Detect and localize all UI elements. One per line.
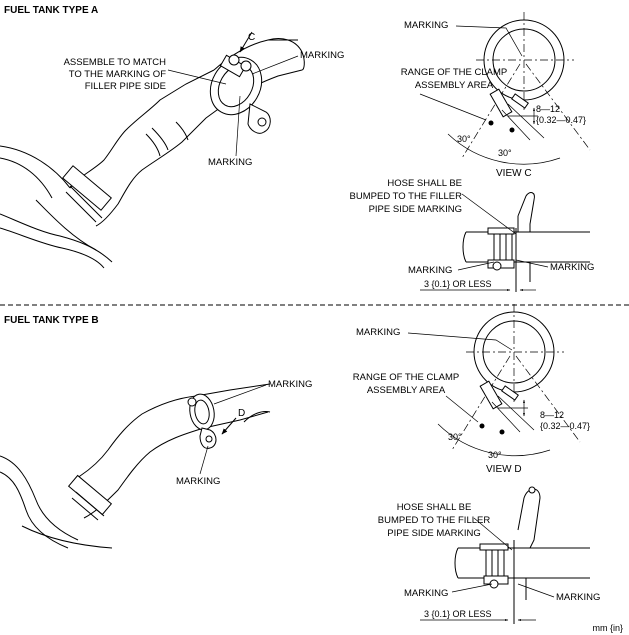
clamp-tab-view-d [479, 380, 503, 410]
view-c-arrow-label: C [248, 32, 255, 43]
view-d-arrow-label: D [238, 408, 245, 419]
side-a-marking-left: MARKING [408, 265, 452, 276]
view-c-arrow [239, 31, 253, 53]
section-b-title: FUEL TANK TYPE B [4, 315, 99, 326]
unit-note: mm {in} [592, 623, 623, 633]
view-c-caption: VIEW C [496, 168, 532, 179]
side-b-marking-left: MARKING [404, 588, 448, 599]
upper-clamp-a [209, 56, 263, 116]
view-d-range-line1: RANGE OF THE CLAMP [353, 372, 459, 383]
clamp-tab-view-c [489, 88, 513, 118]
hose-note-a-line2: BUMPED TO THE FILLER [350, 191, 463, 202]
marking-label-b-top: MARKING [268, 379, 312, 390]
view-c-dim-mm: 8—12 [536, 104, 560, 114]
view-d-dim-mm: 8—12 [540, 410, 564, 420]
assemble-note-line2: TO THE MARKING OF [69, 69, 166, 80]
view-d-angle-right: 30° [488, 450, 502, 460]
view-d-range-line2: ASSEMBLY AREA [367, 385, 446, 396]
lower-clamp-b [67, 474, 113, 516]
view-c-angle-left: 30° [457, 134, 471, 144]
assemble-note-line1: ASSEMBLE TO MATCH [64, 57, 167, 68]
view-d-angle-left: 30° [448, 432, 462, 442]
marking-label-a-bottom: MARKING [208, 157, 252, 168]
section-a-title: FUEL TANK TYPE A [4, 5, 98, 16]
side-b-gap-label: 3 {0.1} OR LESS [424, 609, 492, 619]
hose-note-b-line1: HOSE SHALL BE [397, 502, 472, 513]
hose-note-a-line3: PIPE SIDE MARKING [369, 204, 462, 215]
view-d-caption: VIEW D [486, 464, 522, 475]
view-c-dim-in: {0.32—0.47} [536, 115, 586, 125]
view-c-range-line1: RANGE OF THE CLAMP [401, 67, 507, 78]
view-d-drawing [437, 304, 581, 456]
tank-b-drawing: D [0, 383, 271, 549]
view-d-dim-in: {0.32—0.47} [540, 421, 590, 431]
tank-a-drawing: C [0, 31, 305, 269]
side-view-a-drawing [462, 192, 590, 292]
assemble-note-line3: FILLER PIPE SIDE [85, 81, 166, 92]
marking-label-b-bottom: MARKING [176, 476, 220, 487]
view-c-angle-right: 30° [498, 148, 512, 158]
hose-note-b-line2: BUMPED TO THE FILLER [378, 515, 491, 526]
marking-label-a-top: MARKING [300, 50, 344, 61]
hose-note-b-line3: PIPE SIDE MARKING [387, 528, 480, 539]
side-b-marking-right: MARKING [556, 592, 600, 603]
view-d-arrow [221, 417, 237, 435]
view-c-range-line2: ASSEMBLY AREA [415, 80, 494, 91]
view-c-marking-label: MARKING [404, 20, 448, 31]
lower-clamp-a [62, 165, 112, 211]
side-view-b-drawing [454, 486, 590, 624]
view-d-marking-label: MARKING [356, 327, 400, 338]
section-a: FUEL TANK TYPE A [0, 5, 594, 292]
view-c-drawing [447, 12, 591, 165]
hose-note-a-line1: HOSE SHALL BE [387, 178, 462, 189]
side-a-marking-right: MARKING [550, 262, 594, 273]
side-a-gap-label: 3 {0.1} OR LESS [424, 279, 492, 289]
section-b: FUEL TANK TYPE B D MARKING MARKING [0, 304, 600, 624]
